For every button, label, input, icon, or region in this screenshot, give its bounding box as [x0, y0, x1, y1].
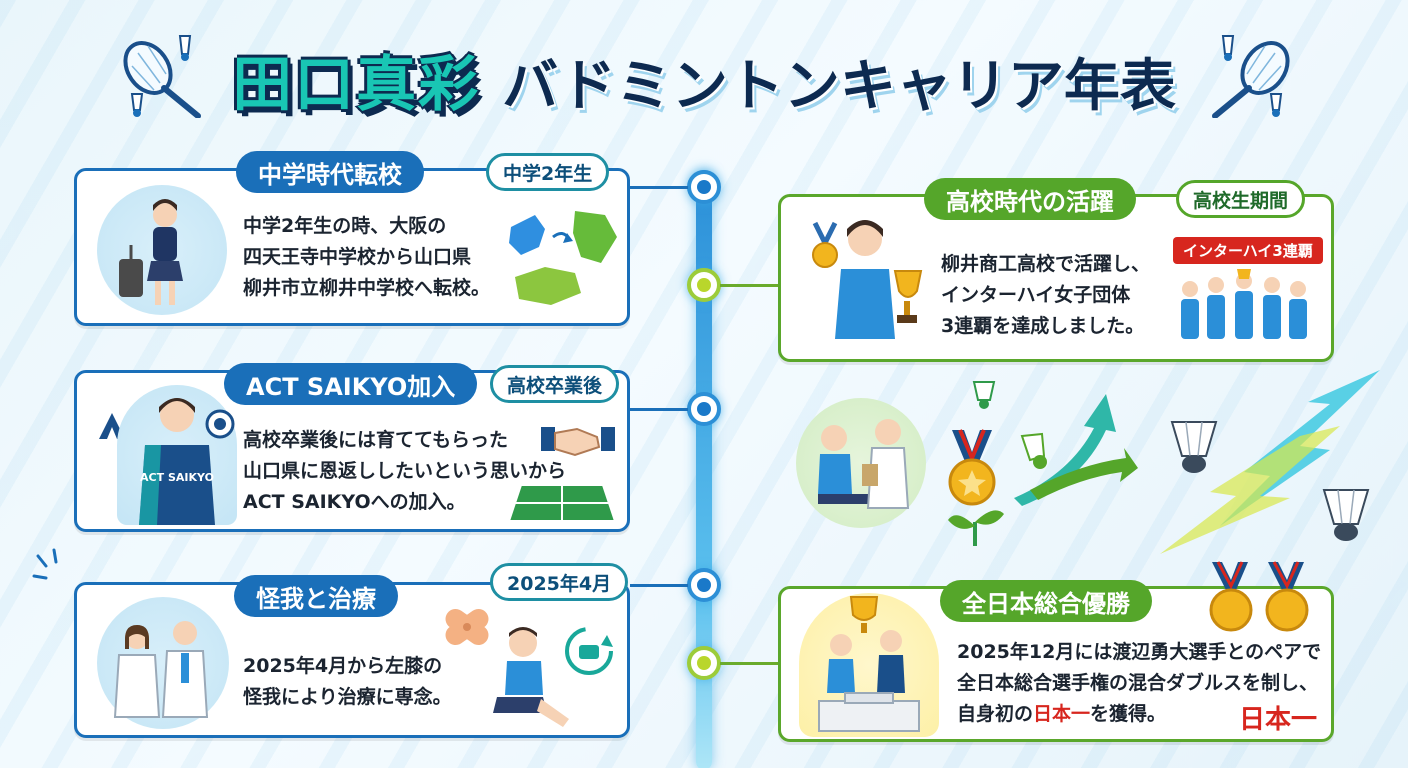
recovery-illustration	[796, 398, 926, 528]
timeline-node-4	[687, 568, 721, 602]
medal-icon	[948, 429, 996, 506]
text-line: ACT SAIKYOへの加入。	[243, 491, 466, 513]
text-line: 柳井商工高校で活躍し、	[941, 253, 1151, 275]
japan-champion-stamp: 日本一	[1239, 705, 1318, 735]
text-line: 中学2年生の時、大阪の	[243, 215, 447, 237]
player-jersey-icon: ACT SAIKYO	[139, 398, 215, 525]
text-line: 高校卒業後には育ててもらった	[243, 429, 509, 451]
doctor-patient-icon	[818, 419, 910, 509]
event-card-act-saikyo: ACT SAIKYO 高校卒業後には育ててもらった 山口県に恩返ししたいという思…	[74, 370, 630, 532]
event-text-injury: 2025年4月から左膝の 怪我により治療に専念。	[243, 651, 452, 713]
medical-staff-illustration	[97, 597, 229, 729]
event-heading-injury: 怪我と治療	[234, 575, 398, 617]
connector-1	[630, 186, 688, 189]
title-subtitle: バドミントンキャリア年表	[502, 54, 1176, 119]
team-emblem-icon	[205, 409, 235, 439]
doctors-icon	[113, 621, 209, 718]
timeline-node-5	[687, 646, 721, 680]
text-line: 怪我により治療に専念。	[243, 686, 452, 708]
highlight-japan-champion: 日本一	[1033, 703, 1091, 725]
timeline-line	[696, 170, 712, 768]
japan-map-icon	[509, 211, 617, 305]
event-heading-junior-high: 中学時代転校	[236, 151, 424, 193]
event-period-junior-high: 中学2年生	[486, 153, 610, 191]
text-line: 山口県に恩返ししたいという思いから	[243, 460, 567, 482]
text-line: 柳井市立柳井中学校へ転校。	[243, 277, 491, 299]
page-title: 田口真彩バドミントンキャリア年表	[0, 36, 1408, 123]
event-card-junior-high: 中学2年生の時、大阪の 四天王寺中学校から山口県 柳井市立柳井中学校へ転校。	[74, 168, 630, 326]
text-line: 全日本総合選手権の混合ダブルスを制し、	[957, 672, 1319, 694]
event-text-high-school: 柳井商工高校で活躍し、 インターハイ女子団体 3連覇を達成しました。	[941, 249, 1150, 342]
racket-shuttle-right-icon	[1212, 35, 1290, 118]
connector-5	[720, 662, 780, 665]
handshake-icon	[541, 427, 615, 457]
badminton-court-icon	[507, 484, 617, 522]
jersey-text: ACT SAIKYO	[140, 471, 214, 484]
text-span: を獲得。	[1090, 703, 1167, 725]
text-line: 2025年12月には渡辺勇大選手とのペアで	[957, 641, 1322, 663]
player-jersey-illustration: ACT SAIKYO	[117, 385, 237, 525]
event-period-injury: 2025年4月	[490, 563, 629, 601]
title-name: 田口真彩	[232, 50, 481, 120]
bandage-icon	[445, 608, 489, 646]
text-line: インターハイ女子団体	[941, 284, 1131, 306]
event-card-high-school: 柳井商工高校で活躍し、 インターハイ女子団体 3連覇を達成しました。 インターハ…	[778, 194, 1334, 362]
gold-medals-icon	[1209, 561, 1309, 632]
text-line: 2025年4月から左膝の	[243, 655, 443, 677]
timeline-node-1	[687, 170, 721, 204]
student-illustration	[97, 185, 227, 315]
event-text-act-saikyo: 高校卒業後には育ててもらった 山口県に恩返ししたいという思いから ACT SAI…	[243, 425, 566, 518]
text-line: 3連覇を達成しました。	[941, 315, 1145, 337]
timeline-node-3	[687, 392, 721, 426]
shuttlecock-green-icon	[1020, 432, 1047, 469]
text-line: 自身初の日本一を獲得。	[957, 699, 1321, 730]
growth-arrow-icon	[1014, 394, 1138, 506]
connector-2	[720, 284, 780, 287]
rehab-cycle-icon	[565, 627, 613, 675]
interhigh-badge: インターハイ3連覇	[1173, 237, 1323, 264]
racket-shuttle-left-icon	[123, 35, 201, 118]
text-span: 自身初の	[957, 703, 1034, 725]
event-text-junior-high: 中学2年生の時、大阪の 四天王寺中学校から山口県 柳井市立柳井中学校へ転校。	[243, 211, 490, 304]
event-heading-high-school: 高校時代の活躍	[924, 178, 1136, 220]
team-celebration-icon	[1181, 269, 1307, 339]
event-period-high-school: 高校生期間	[1176, 180, 1306, 218]
event-heading-act-saikyo: ACT SAIKYO加入	[224, 363, 478, 405]
connector-3	[630, 408, 688, 411]
student-suitcase-icon	[119, 199, 183, 305]
athlete-trophy-illustration	[801, 207, 929, 353]
event-period-act-saikyo: 高校卒業後	[490, 365, 620, 403]
connector-4	[630, 584, 688, 587]
podium-illustration	[799, 593, 939, 737]
event-text-championship: 2025年12月には渡辺勇大選手とのペアで 全日本総合選手権の混合ダブルスを制し…	[957, 637, 1321, 730]
text-line: 四天王寺中学校から山口県	[243, 246, 472, 268]
injured-player-icon	[493, 627, 569, 727]
sparkle-lines-icon	[32, 548, 58, 580]
lightning-icon	[1160, 370, 1380, 554]
podium-trophy-icon	[818, 596, 920, 732]
event-heading-championship: 全日本総合優勝	[940, 580, 1152, 622]
athlete-trophy-icon	[812, 220, 923, 339]
shuttlecock-right-2-icon	[1322, 489, 1370, 541]
timeline-node-2	[687, 268, 721, 302]
sprout-icon	[948, 510, 1004, 546]
shuttlecock-small-icon	[972, 381, 996, 409]
shuttlecock-right-1-icon	[1170, 421, 1218, 473]
